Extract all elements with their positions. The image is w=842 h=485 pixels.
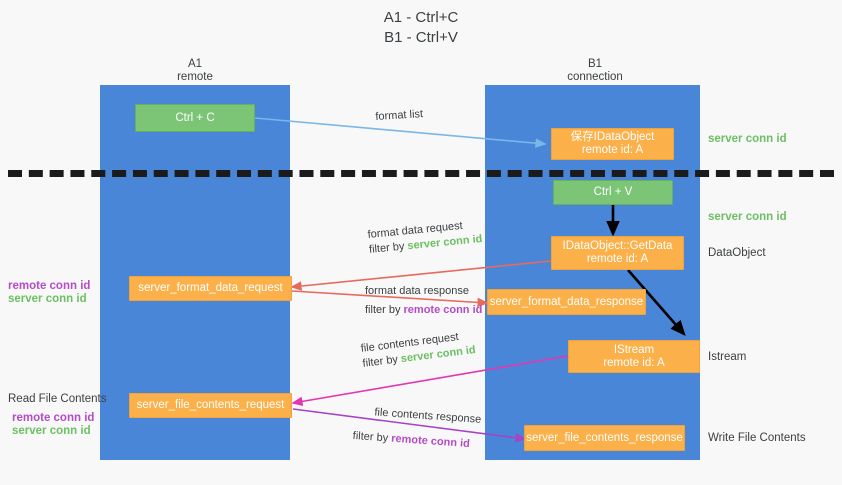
title-line-1: A1 - Ctrl+C <box>383 9 459 26</box>
node-server-format-data-response-label: server_format_data_response <box>489 295 644 308</box>
right-label-dataobject: DataObject <box>708 247 766 259</box>
node-istream-line2: remote id: A <box>603 356 665 369</box>
lane-a1-name: A1 <box>187 58 203 70</box>
node-server-format-data-request-label: server_format_data_request <box>138 282 283 294</box>
edge-label-fdres-filter-value: remote conn id <box>403 304 483 316</box>
node-istream-line1: IStream <box>613 343 655 356</box>
edge-label-fcres-filter-prefix: filter by <box>352 429 392 445</box>
left-label-read-file-contents: Read File Contents <box>8 393 107 405</box>
edge-label-fdreq-filter-prefix: filter by <box>368 240 409 256</box>
node-server-file-contents-response-label: server_file_contents_response <box>526 431 683 444</box>
lane-header-a1: A1 remote <box>120 58 270 84</box>
left-label-remote-conn-id-upper: remote conn id <box>8 280 91 292</box>
left-label-server-conn-id-lower: server conn id <box>12 425 91 437</box>
lane-a1-sub: remote <box>177 71 213 83</box>
node-idataobject-getdata-line1: IDataObject::GetData <box>562 240 673 252</box>
node-save-idataobject-line1: 保存IDataObject <box>570 131 655 143</box>
edge-label-file-contents-request: file contents request filter by server c… <box>360 328 477 372</box>
node-save-idataobject[interactable]: 保存IDataObject remote id: A <box>551 128 674 160</box>
node-server-file-contents-request[interactable]: server_file_contents_request <box>129 393 292 418</box>
right-label-server-conn-id-top: server conn id <box>708 133 787 145</box>
edge-label-format-data-request: format data request filter by server con… <box>367 217 483 258</box>
node-idataobject-getdata[interactable]: IDataObject::GetData remote id: A <box>551 236 684 270</box>
right-label-write-file-contents: Write File Contents <box>708 432 806 444</box>
page-title: A1 - Ctrl+C B1 - Ctrl+V <box>0 8 842 48</box>
edge-label-file-contents-response: file contents response filter by remote … <box>352 404 481 453</box>
edge-label-format-data-response: format data response filter by remote co… <box>365 284 482 318</box>
node-ctrl-c-label: Ctrl + C <box>175 111 215 124</box>
edge-label-fcreq-filter-prefix: filter by <box>361 353 402 370</box>
edge-label-fcres-text: file contents response <box>374 406 482 426</box>
node-idataobject-getdata-line2: remote id: A <box>586 253 649 265</box>
node-ctrl-v[interactable]: Ctrl + V <box>553 180 673 205</box>
right-label-server-conn-id-mid: server conn id <box>708 211 787 223</box>
lane-b1-sub: connection <box>567 71 623 83</box>
left-label-remote-conn-id-lower: remote conn id <box>12 412 95 424</box>
node-ctrl-c[interactable]: Ctrl + C <box>135 104 255 132</box>
title-line-2: B1 - Ctrl+V <box>384 29 458 46</box>
edge-label-format-data-response-text: format data response <box>365 285 469 297</box>
right-label-istream: Istream <box>708 351 747 363</box>
edge-label-format-list-text: format list <box>375 108 424 123</box>
lane-b1-name: B1 <box>587 58 603 70</box>
node-ctrl-v-label: Ctrl + V <box>593 186 633 198</box>
node-save-idataobject-line2: remote id: A <box>581 144 644 156</box>
node-server-format-data-response[interactable]: server_format_data_response <box>487 289 646 315</box>
lane-header-b1: B1 connection <box>520 58 670 84</box>
node-server-format-data-request[interactable]: server_format_data_request <box>129 276 292 301</box>
node-server-file-contents-response[interactable]: server_file_contents_response <box>524 425 685 451</box>
phase-divider <box>8 170 834 177</box>
edge-label-fdres-filter-prefix: filter by <box>365 304 404 316</box>
node-server-file-contents-request-label: server_file_contents_request <box>136 399 285 411</box>
node-istream[interactable]: IStream remote id: A <box>568 340 700 373</box>
left-label-server-conn-id-upper: server conn id <box>8 293 87 305</box>
edge-label-fcres-filter-value: remote conn id <box>390 432 471 451</box>
edge-label-format-list: format list <box>375 107 424 125</box>
